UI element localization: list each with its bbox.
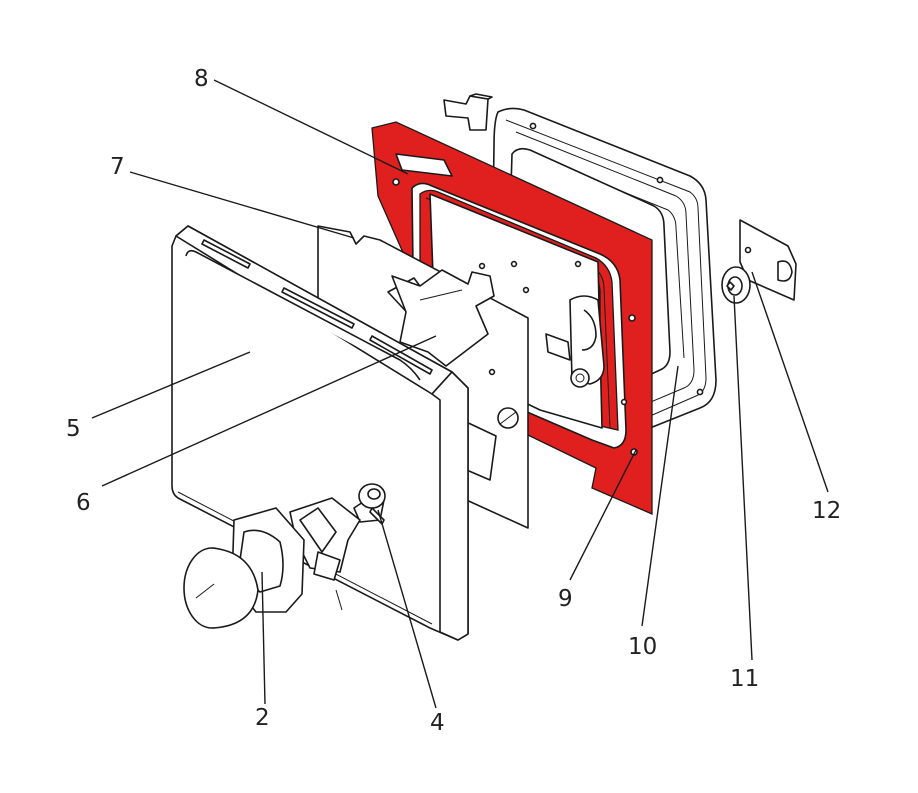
hinge-bracket [289, 497, 361, 611]
door-panel [171, 225, 469, 641]
callout-7: 7 [110, 154, 125, 180]
leader-8 [213, 79, 409, 175]
leader-7 [129, 171, 355, 239]
callout-9: 9 [558, 586, 573, 612]
leader-6 [101, 335, 437, 487]
leader-10 [641, 365, 679, 627]
washer [721, 266, 751, 304]
callout-4: 4 [430, 710, 445, 736]
callout-5: 5 [66, 416, 81, 442]
callout-2: 2 [255, 705, 270, 731]
leader-12 [751, 271, 829, 493]
leader-4 [377, 509, 437, 709]
leader-lines [91, 79, 829, 709]
leader-9 [569, 449, 637, 581]
knob [183, 507, 305, 629]
spring-bracket [391, 269, 495, 367]
callout-10: 10 [628, 634, 657, 660]
callout-12: 12 [812, 498, 841, 524]
leader-5 [91, 351, 251, 419]
leader-2 [261, 571, 266, 705]
latch-plate [739, 219, 797, 301]
callout-11: 11 [730, 666, 759, 692]
callout-8: 8 [194, 66, 209, 92]
callout-labels: 2 4 5 6 7 8 9 10 11 12 [66, 66, 841, 736]
callout-6: 6 [76, 490, 91, 516]
leader-11 [733, 295, 753, 661]
